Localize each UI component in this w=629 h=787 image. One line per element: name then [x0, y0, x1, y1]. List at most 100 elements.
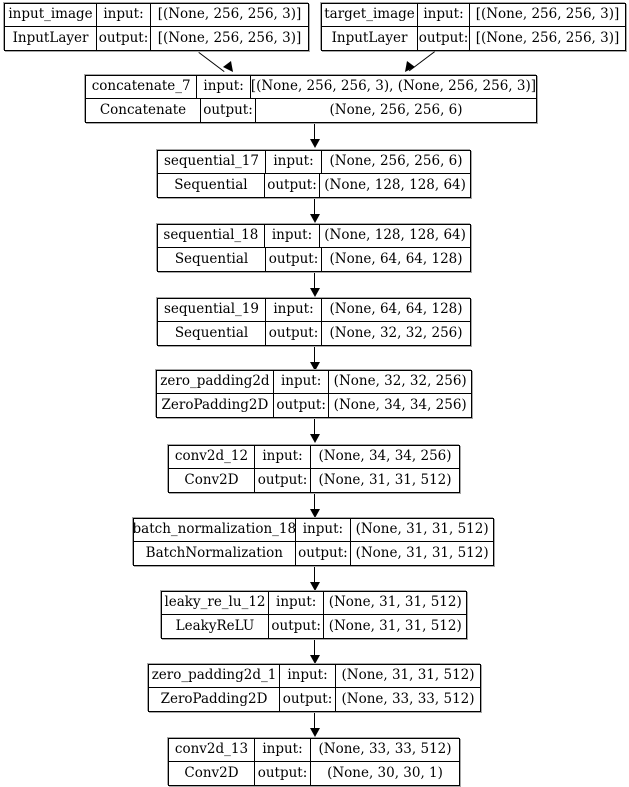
node-output-label: output:	[255, 469, 311, 492]
node-layer-name: sequential_17	[158, 151, 266, 174]
node-input-shape: (None, 128, 128, 64)	[324, 227, 466, 244]
node-layer-class: ZeroPadding2D	[157, 394, 274, 417]
node-row-input: input_image input: [(None, 256, 256, 3)]	[5, 4, 308, 28]
node-output-shape: (None, 256, 256, 6)	[329, 101, 463, 118]
edge-zeropadding2d-to-conv2d12	[314, 419, 315, 436]
node-layer-class: Sequential	[158, 174, 265, 197]
node-input-label: input:	[97, 4, 151, 27]
node-input-shape: (None, 31, 31, 512)	[328, 594, 462, 611]
node-input-label: input:	[418, 4, 470, 27]
node-output-label: output:	[280, 688, 336, 711]
node-output-label: output:	[418, 27, 470, 50]
node-layer-name: target_image	[322, 4, 418, 27]
node-layer-class: InputLayer	[322, 27, 418, 50]
node-layer-class: Concatenate	[86, 99, 201, 122]
node-layer-name: batch_normalization_18	[134, 519, 296, 542]
edge-arrowhead	[310, 509, 320, 518]
node-output-shape: (None, 30, 30, 1)	[327, 764, 443, 781]
node-row-output: InputLayer output: [(None, 256, 256, 3)]	[5, 27, 308, 50]
edge-arrowhead	[310, 214, 320, 223]
node-output-shape: (None, 31, 31, 512)	[318, 471, 452, 488]
node-row-output: Concatenate output: (None, 256, 256, 6)	[86, 99, 536, 122]
node-layer-name: conv2d_12	[169, 446, 255, 469]
node-row-input: batch_normalization_18 input: (None, 31,…	[134, 519, 493, 543]
node-row-output: Conv2D output: (None, 30, 30, 1)	[169, 762, 459, 785]
edge-arrowhead	[400, 60, 415, 75]
node-row-input: zero_padding2d input: (None, 32, 32, 256…	[157, 371, 471, 395]
node-output-shape: (None, 31, 31, 512)	[355, 544, 489, 561]
edge-concatenate-to-sequential17	[314, 124, 315, 141]
node-row-output: ZeroPadding2D output: (None, 34, 34, 256…	[157, 394, 471, 417]
node-input-label: input:	[269, 592, 325, 615]
edge-arrowhead	[223, 60, 238, 75]
node-row-output: LeakyReLU output: (None, 31, 31, 512)	[162, 615, 466, 638]
node-row-input: sequential_19 input: (None, 64, 64, 128)	[158, 299, 470, 323]
node-layer-name: zero_padding2d_1	[149, 665, 280, 688]
node-input-shape: (None, 256, 256, 6)	[329, 153, 463, 170]
node-input-label: input:	[274, 371, 330, 394]
edge-arrowhead	[310, 362, 320, 371]
node-row-output: Sequential output: (None, 64, 64, 128)	[158, 248, 470, 271]
node-input-shape: (None, 32, 32, 256)	[333, 373, 467, 390]
node-output-shape: (None, 128, 128, 64)	[324, 176, 466, 193]
node-input-shape: (None, 33, 33, 512)	[318, 741, 452, 758]
edge-arrowhead	[310, 139, 320, 148]
node-conv2d-12[interactable]: conv2d_12 input: (None, 34, 34, 256) Con…	[168, 445, 460, 493]
node-output-label: output:	[266, 248, 322, 271]
node-input-shape: (None, 64, 64, 128)	[329, 301, 463, 318]
node-input-label: input:	[296, 519, 352, 542]
node-output-shape: (None, 31, 31, 512)	[328, 617, 462, 634]
node-row-input: zero_padding2d_1 input: (None, 31, 31, 5…	[149, 665, 480, 689]
node-input-label: input:	[280, 665, 336, 688]
node-row-output: Conv2D output: (None, 31, 31, 512)	[169, 469, 459, 492]
node-output-label: output:	[265, 174, 321, 197]
node-layer-name: leaky_re_lu_12	[162, 592, 269, 615]
node-layer-name: sequential_18	[158, 225, 265, 248]
node-zero-padding2d-1[interactable]: zero_padding2d_1 input: (None, 31, 31, 5…	[148, 664, 481, 712]
node-row-input: sequential_18 input: (None, 128, 128, 64…	[158, 225, 470, 249]
node-layer-name: concatenate_7	[86, 76, 198, 99]
node-row-output: Sequential output: (None, 32, 32, 256)	[158, 322, 470, 345]
node-layer-name: sequential_19	[158, 299, 266, 322]
node-output-label: output:	[274, 394, 330, 417]
node-sequential-18[interactable]: sequential_18 input: (None, 128, 128, 64…	[157, 224, 471, 272]
node-row-input: conv2d_12 input: (None, 34, 34, 256)	[169, 446, 459, 470]
node-layer-name: conv2d_13	[169, 739, 255, 762]
node-zero-padding2d[interactable]: zero_padding2d input: (None, 32, 32, 256…	[156, 370, 472, 418]
node-leaky-re-lu-12[interactable]: leaky_re_lu_12 input: (None, 31, 31, 512…	[161, 591, 467, 639]
edge-arrowhead	[310, 728, 320, 737]
node-sequential-17[interactable]: sequential_17 input: (None, 256, 256, 6)…	[157, 150, 471, 198]
node-row-input: target_image input: [(None, 256, 256, 3)…	[322, 4, 625, 28]
node-output-label: output:	[296, 542, 352, 565]
node-row-input: leaky_re_lu_12 input: (None, 31, 31, 512…	[162, 592, 466, 616]
node-sequential-19[interactable]: sequential_19 input: (None, 64, 64, 128)…	[157, 298, 471, 346]
edge-leakyrelu12-to-zeropadding2d1	[314, 640, 315, 657]
node-input-label: input:	[265, 225, 321, 248]
edge-conv2d12-to-batchnorm18	[314, 494, 315, 511]
node-output-shape: (None, 34, 34, 256)	[333, 396, 467, 413]
node-input-label: input:	[266, 299, 322, 322]
node-target-image[interactable]: target_image input: [(None, 256, 256, 3)…	[321, 3, 626, 51]
edge-arrowhead	[310, 655, 320, 664]
node-layer-class: BatchNormalization	[134, 542, 296, 565]
node-concatenate[interactable]: concatenate_7 input: [(None, 256, 256, 3…	[85, 75, 537, 123]
node-layer-class: InputLayer	[5, 27, 97, 50]
node-layer-class: ZeroPadding2D	[149, 688, 280, 711]
node-output-label: output:	[97, 27, 151, 50]
node-output-shape: [(None, 256, 256, 3)]	[157, 29, 302, 46]
edge-sequential19-to-zeropadding2d	[314, 347, 315, 364]
node-batch-normalization-18[interactable]: batch_normalization_18 input: (None, 31,…	[133, 518, 494, 566]
edge-input-image-to-concatenate	[198, 52, 225, 73]
node-input-shape: [(None, 256, 256, 3)]	[475, 6, 620, 23]
node-row-output: BatchNormalization output: (None, 31, 31…	[134, 542, 493, 565]
node-input-image[interactable]: input_image input: [(None, 256, 256, 3)]…	[4, 3, 309, 51]
node-conv2d-13[interactable]: conv2d_13 input: (None, 33, 33, 512) Con…	[168, 738, 460, 786]
edge-zeropadding2d1-to-conv2d13	[314, 713, 315, 730]
node-layer-class: Conv2D	[169, 469, 255, 492]
node-layer-name: zero_padding2d	[157, 371, 274, 394]
node-row-input: sequential_17 input: (None, 256, 256, 6)	[158, 151, 470, 175]
node-row-input: concatenate_7 input: [(None, 256, 256, 3…	[86, 76, 536, 100]
node-layer-class: Sequential	[158, 248, 266, 271]
node-output-label: output:	[255, 762, 311, 785]
